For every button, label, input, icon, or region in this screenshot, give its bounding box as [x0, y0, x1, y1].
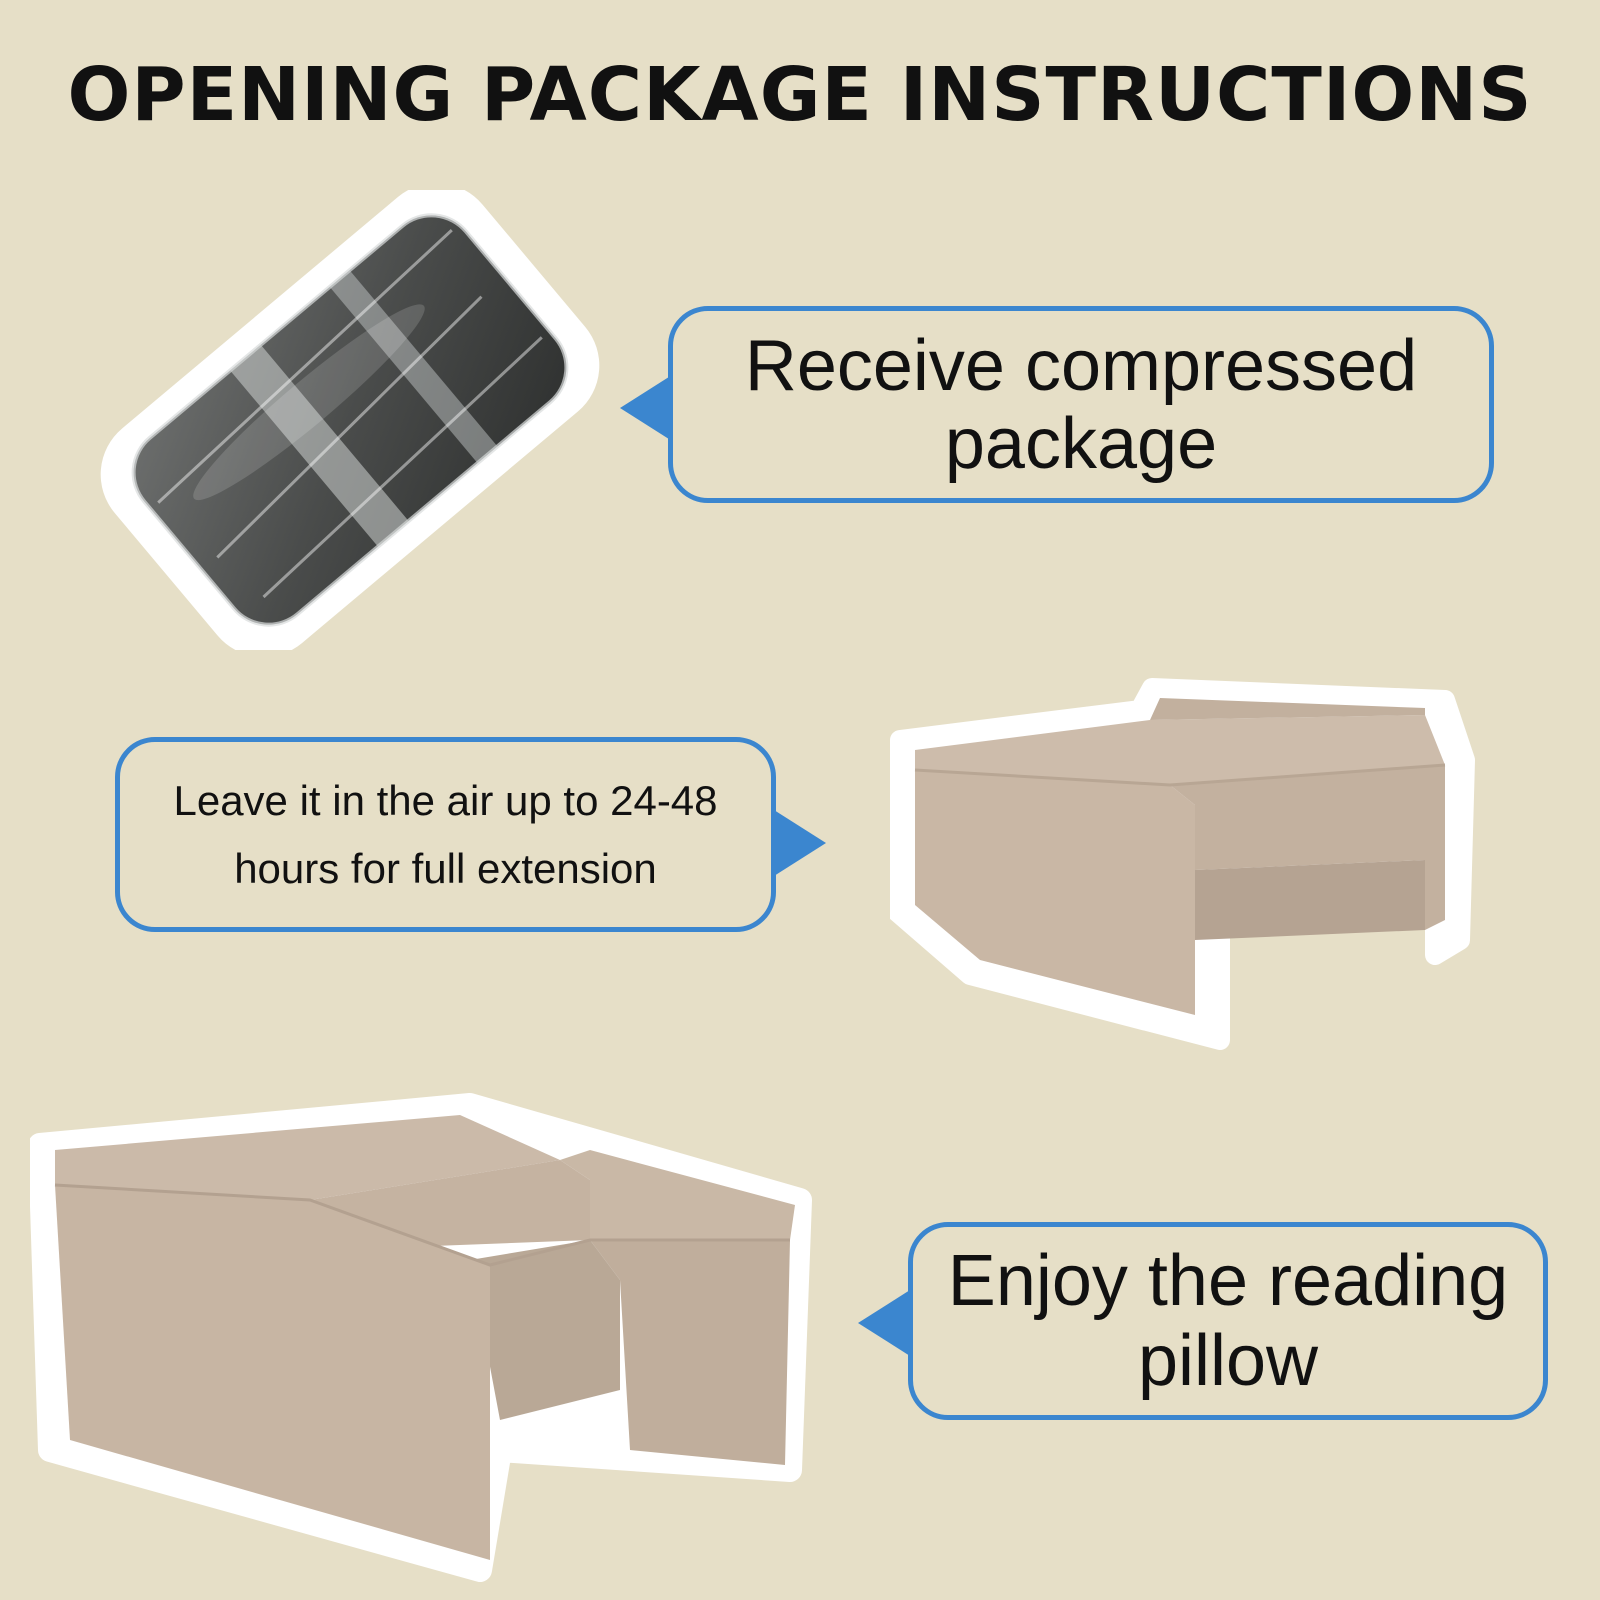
step-3-bubble: Enjoy the reading pillow: [908, 1222, 1548, 1420]
expanded-pillow-illustration: [890, 678, 1475, 1050]
bubble-pointer-left: [620, 375, 672, 441]
step-3-text: Enjoy the reading pillow: [947, 1241, 1509, 1401]
step-1-bubble: Receive compressed package: [668, 306, 1494, 503]
bubble-pointer-right: [774, 810, 826, 876]
page-title: OPENING PACKAGE INSTRUCTIONS: [67, 52, 1533, 138]
reading-pillow-illustration: [30, 1093, 812, 1582]
step-1-text: Receive compressed package: [744, 325, 1418, 484]
compressed-package-illustration: [100, 190, 600, 650]
step-2-bubble: Leave it in the air up to 24-48 hours fo…: [115, 737, 776, 932]
bubble-pointer-left: [858, 1290, 910, 1356]
step-2-text: Leave it in the air up to 24-48 hours fo…: [173, 776, 718, 892]
